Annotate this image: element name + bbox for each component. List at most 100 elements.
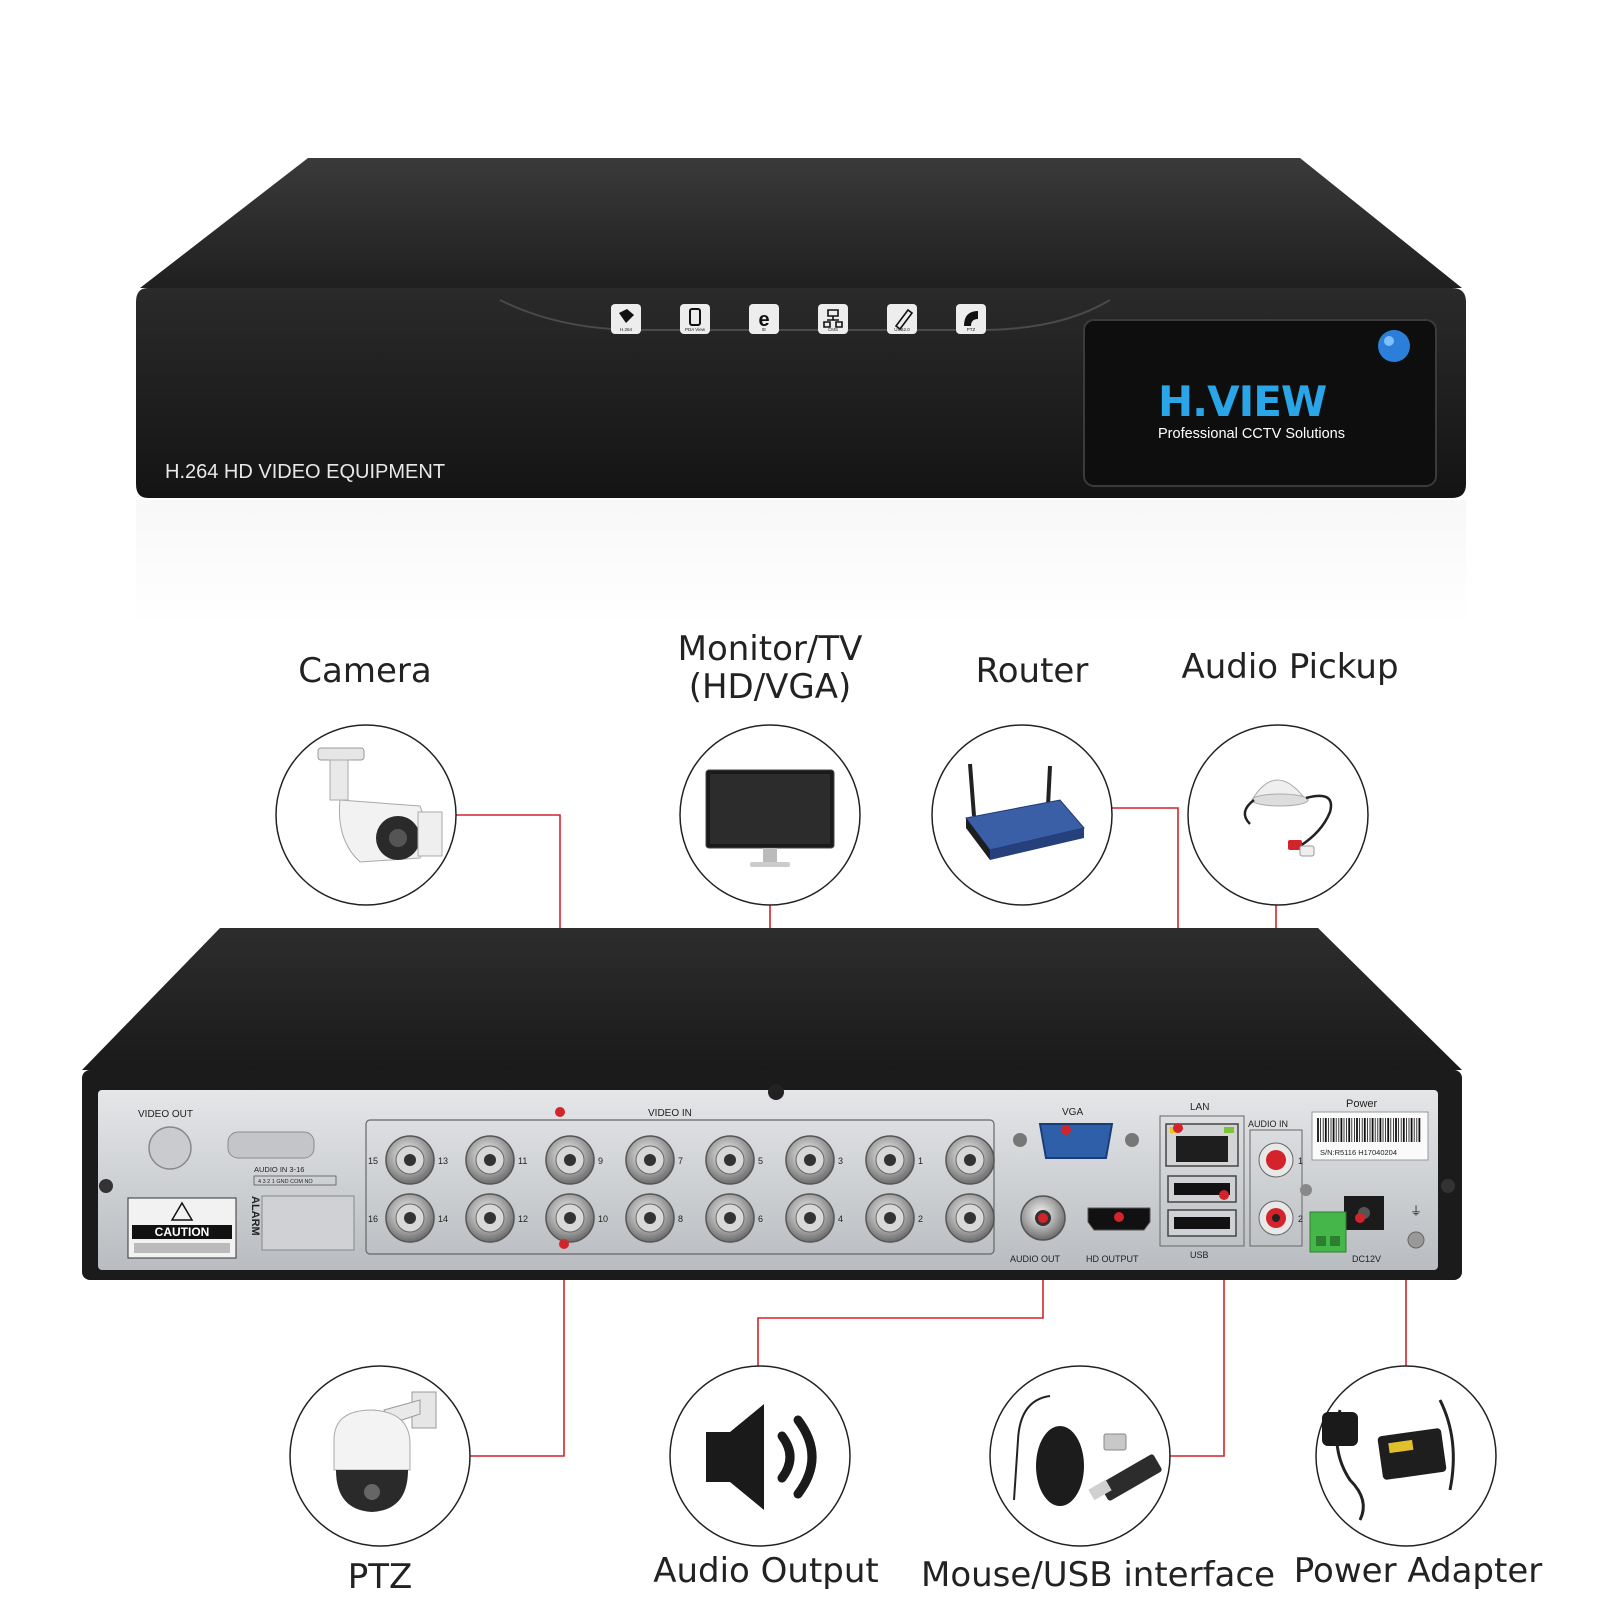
device-label: Audio Pickup <box>1181 647 1398 687</box>
connection-dot <box>1061 1125 1071 1135</box>
rca-core <box>1272 1214 1280 1222</box>
video-out-port[interactable] <box>148 1126 192 1170</box>
connection-dot <box>1038 1213 1048 1223</box>
device-label: Audio Output <box>653 1551 879 1591</box>
bnc-number-label: 13 <box>438 1156 448 1166</box>
cms-icon <box>823 309 843 328</box>
bnc-number-label: 2 <box>918 1214 923 1224</box>
bnc-number-label: 14 <box>438 1214 448 1224</box>
bnc-video-input-1[interactable] <box>945 1135 995 1185</box>
button-label: IE <box>762 327 766 332</box>
terminal-block <box>1309 1211 1347 1253</box>
device-circle <box>1187 724 1369 906</box>
device-label-line2: (HD/VGA) <box>689 667 852 707</box>
usb-slot <box>1174 1217 1230 1229</box>
bnc-video-input-3[interactable] <box>865 1135 915 1185</box>
bnc-video-input-11[interactable] <box>545 1135 595 1185</box>
caution-fineprint <box>134 1243 230 1253</box>
bnc-number-label: 16 <box>368 1214 378 1224</box>
model-text: H.264 HD VIDEO EQUIPMENT <box>165 461 445 483</box>
bnc-number-label: 9 <box>598 1156 603 1166</box>
bnc-video-input-8[interactable] <box>705 1193 755 1243</box>
bnc-video-input-13[interactable] <box>465 1135 515 1185</box>
bnc-number-label: 3 <box>838 1156 843 1166</box>
bnc-video-input-6[interactable] <box>785 1193 835 1243</box>
vga-port[interactable] <box>1038 1123 1114 1159</box>
bnc-video-input-9[interactable] <box>625 1135 675 1185</box>
bnc-video-input-5[interactable] <box>785 1135 835 1185</box>
usb-pen-icon <box>894 308 914 331</box>
bnc-number-label: 10 <box>598 1214 608 1224</box>
audio-pin-strip <box>253 1175 337 1186</box>
bnc-number-label: 1 <box>918 1156 923 1166</box>
connection-dot <box>1173 1123 1183 1133</box>
barcode-icon <box>1317 1118 1421 1142</box>
power-adapter-icon <box>1322 1399 1455 1521</box>
brand-logo: H.VIEW <box>1158 377 1327 426</box>
power-label: Power <box>1346 1098 1378 1110</box>
alarm-label: ALARM <box>249 1196 261 1236</box>
connection-dot <box>559 1239 569 1249</box>
led-icon <box>1224 1127 1234 1133</box>
caution-bar <box>132 1225 232 1239</box>
ground-screw-icon <box>1407 1231 1425 1249</box>
monitor-icon <box>705 769 835 867</box>
terminal-slot <box>1316 1236 1326 1246</box>
vga-label: VGA <box>1062 1107 1083 1118</box>
terminal-slot <box>1330 1236 1340 1246</box>
audio-in-strip-label: AUDIO IN 3-16 <box>254 1165 304 1174</box>
front-dvr-top <box>140 158 1462 288</box>
device-camera: Camera <box>275 651 457 906</box>
bnc-video-input-10[interactable] <box>625 1193 675 1243</box>
power-led-icon <box>1378 330 1410 362</box>
device-monitor: Monitor/TV (HD/VGA) <box>678 629 863 906</box>
screw-icon <box>1441 1179 1455 1193</box>
rear-dvr: VIDEO OUT AUDIO IN 3-16 4 3 2 1 GND COM … <box>82 928 1462 1280</box>
device-power-adapter: Power Adapter <box>1294 1365 1543 1591</box>
connection-dot <box>1355 1213 1365 1223</box>
bnc-video-input-7[interactable] <box>705 1135 755 1185</box>
button-ie[interactable] <box>749 304 779 334</box>
mouse-usb-icon <box>1013 1395 1162 1506</box>
video-out-label: VIDEO OUT <box>138 1109 193 1120</box>
ptz-camera-icon <box>333 1391 437 1512</box>
power-led-highlight <box>1384 336 1394 346</box>
button-label: H.264 <box>620 327 633 332</box>
microphone-icon <box>1243 779 1333 857</box>
device-label: Monitor/TV <box>678 629 863 669</box>
bnc-number-label: 4 <box>838 1214 843 1224</box>
connection-dot <box>1114 1212 1124 1222</box>
bnc-video-input-12[interactable] <box>545 1193 595 1243</box>
pda-view-icon <box>689 308 701 326</box>
bnc-number-label: 6 <box>758 1214 763 1224</box>
device-label: PTZ <box>348 1557 413 1597</box>
screw-icon <box>1125 1133 1139 1147</box>
screw-icon <box>1013 1133 1027 1147</box>
brand-window <box>1083 319 1437 487</box>
button-label: PTZ <box>967 327 976 332</box>
bnc-number-label: 7 <box>678 1156 683 1166</box>
warning-icon <box>170 1201 194 1221</box>
device-label: Mouse/USB interface <box>921 1555 1275 1595</box>
bullet-camera-icon <box>317 747 443 863</box>
device-mouse-usb: Mouse/USB interface <box>921 1365 1275 1595</box>
device-audio-output: Audio Output <box>653 1365 879 1591</box>
audio-in-number: 1 <box>1298 1156 1303 1166</box>
usb-connector-line <box>1166 1195 1225 1457</box>
audio-in-number: 2 <box>1298 1214 1303 1224</box>
connection-dot <box>1219 1190 1229 1200</box>
front-buttons: e H.264 PDA View IE CMS USB2.0 PTZ <box>611 304 986 334</box>
hd-output-label: HD OUTPUT <box>1086 1254 1139 1264</box>
button-pda-view[interactable] <box>680 304 710 334</box>
bnc-video-input-15[interactable] <box>385 1135 435 1185</box>
device-label: Power Adapter <box>1294 1551 1543 1591</box>
bnc-video-input-2[interactable] <box>945 1193 995 1243</box>
bnc-video-input-16[interactable] <box>385 1193 435 1243</box>
device-label: Router <box>976 651 1089 691</box>
bnc-number-label: 15 <box>368 1156 378 1166</box>
bnc-video-input-14[interactable] <box>465 1193 515 1243</box>
connector-dots <box>555 1107 1365 1249</box>
bnc-video-input-4[interactable] <box>865 1193 915 1243</box>
audio-pin-labels: 4 3 2 1 GND COM NO <box>258 1179 313 1185</box>
